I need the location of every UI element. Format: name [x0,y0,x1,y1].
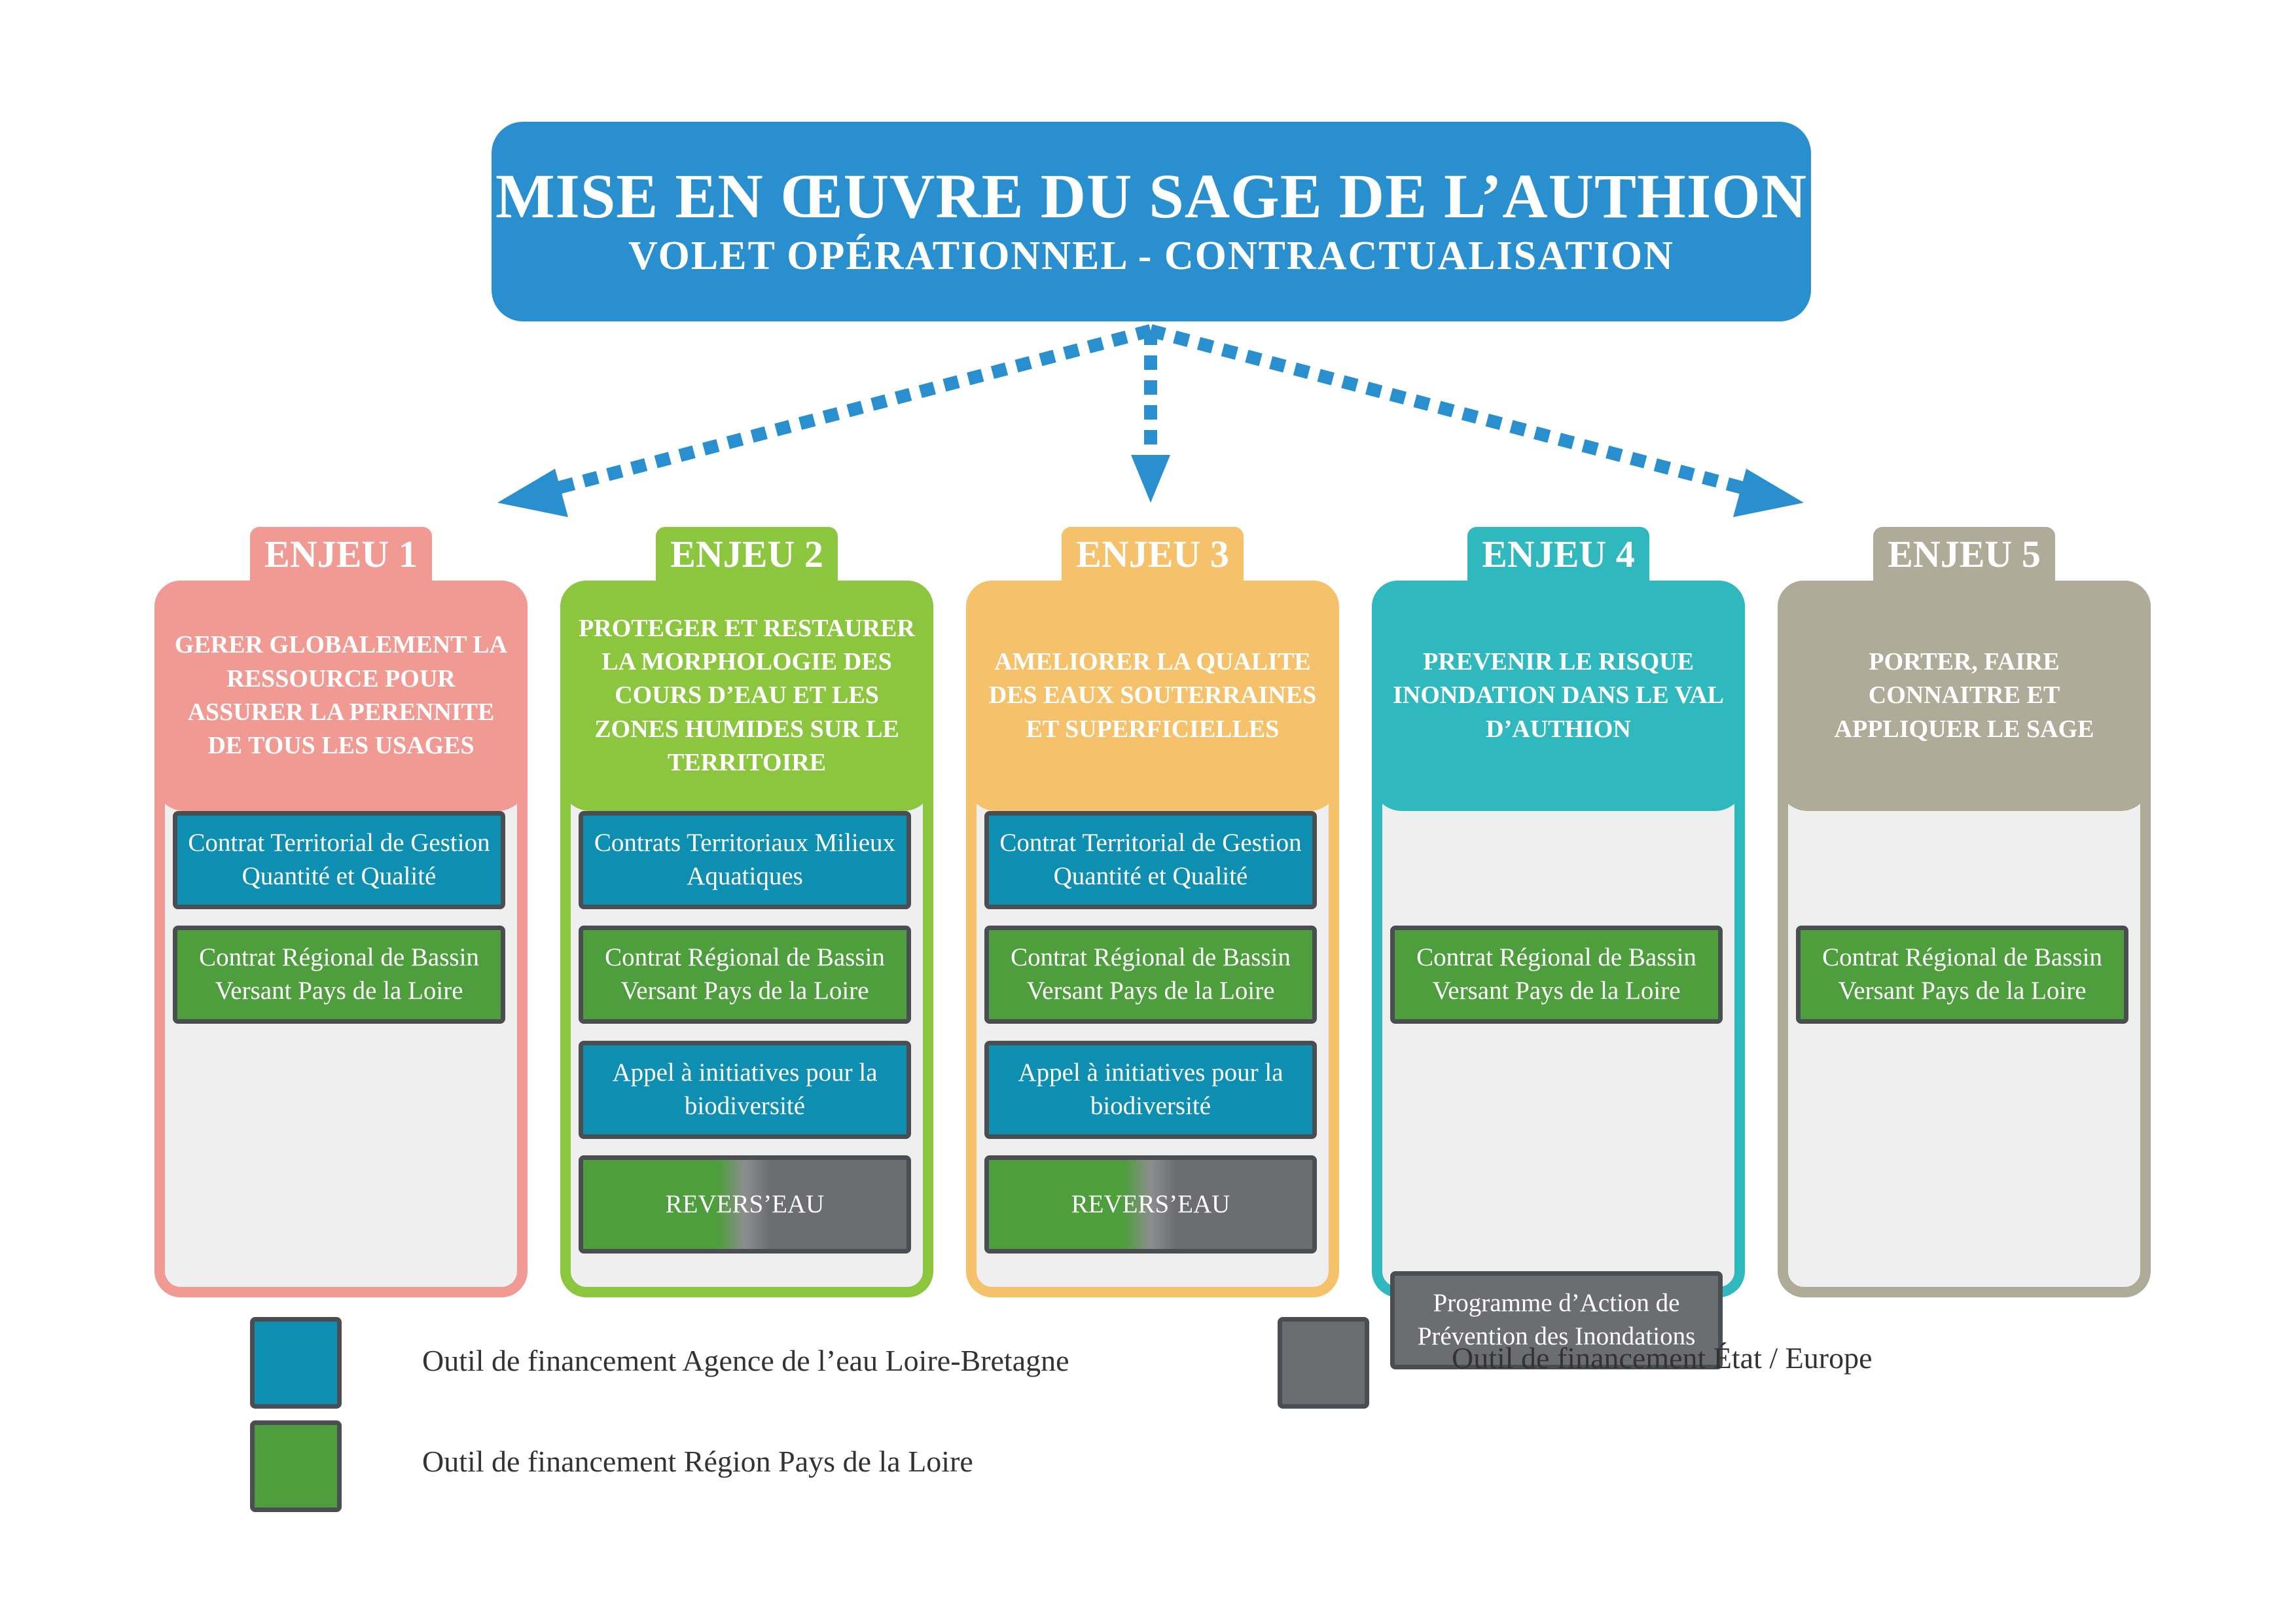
tool-region: Contrat Régional de Bassin Versant Pays … [1390,926,1723,1024]
tool-agence: Contrat Territorial de Gestion Quantité … [984,811,1317,909]
arrow-right-head [1733,469,1804,517]
title-banner: MISE EN ŒUVRE DU SAGE DE L’AUTHION VOLET… [492,122,1811,321]
tool-label: Contrat Régional de Bassin Versant Pays … [1822,943,2102,1005]
enjeu-heading-box: GERER GLOBALEMENT LA RESSOURCE POUR ASSU… [154,581,528,811]
arrow-left-head [497,469,568,517]
legend-label-agence: Outil de financement Agence de l’eau Loi… [422,1344,1069,1377]
enjeu-heading: PORTER, FAIRE CONNAITRE ET APPLIQUER LE … [1834,648,2094,743]
enjeu-column-4: PREVENIR LE RISQUE INONDATION DANS LE VA… [1372,581,1745,1369]
tool-region: Contrat Régional de Bassin Versant Pays … [1796,926,2128,1024]
enjeu-column-5: PORTER, FAIRE CONNAITRE ET APPLIQUER LE … [1778,581,2151,1297]
tool-label: Contrat Régional de Bassin Versant Pays … [1011,943,1291,1005]
tool-region: Contrat Régional de Bassin Versant Pays … [579,926,911,1024]
legend-label-region: Outil de financement Région Pays de la L… [422,1445,973,1478]
enjeu-column-2: PROTEGER ET RESTAURER LA MORPHOLOGIE DES… [560,581,933,1297]
legend-label-etat: Outil de financement État / Europe [1452,1341,1873,1375]
tool-label: Appel à initiatives pour la biodiversité [1018,1058,1283,1120]
tool-label: REVERS’EAU [665,1189,825,1218]
tool-label: Contrat Régional de Bassin Versant Pays … [605,943,885,1005]
legend-swatch-agence [250,1317,342,1409]
enjeu-heading: PREVENIR LE RISQUE INONDATION DANS LE VA… [1393,648,1724,743]
sub-title: VOLET OPÉRATIONNEL - CONTRACTUALISATION [628,234,1674,279]
enjeu-heading: AMELIORER LA QUALITE DES EAUX SOUTERRAIN… [988,648,1317,743]
arrow-center-head [1131,455,1170,503]
tool-agence: Contrats Territoriaux Milieux Aquatiques [579,811,911,909]
enjeu-heading-box: PREVENIR LE RISQUE INONDATION DANS LE VA… [1372,581,1745,811]
tool-label: Contrat Régional de Bassin Versant Pays … [1416,943,1696,1005]
tool-label: Contrat Territorial de Gestion Quantité … [999,829,1302,890]
tool-label: Contrats Territoriaux Milieux Aquatiques [594,829,896,890]
enjeu-column-1: GERER GLOBALEMENT LA RESSOURCE POUR ASSU… [154,581,528,1297]
enjeu-badge-3: ENJEU 3 [1062,527,1244,581]
enjeu-heading: GERER GLOBALEMENT LA RESSOURCE POUR ASSU… [174,631,508,760]
enjeu-column-3: AMELIORER LA QUALITE DES EAUX SOUTERRAIN… [966,581,1339,1297]
legend-swatch-region [250,1420,342,1512]
enjeu-badge-1: ENJEU 1 [250,527,432,581]
tool-mixed: REVERS’EAU [984,1155,1317,1254]
enjeu-heading-box: AMELIORER LA QUALITE DES EAUX SOUTERRAIN… [966,581,1339,811]
enjeu-badge-2: ENJEU 2 [656,527,838,581]
enjeu-heading: PROTEGER ET RESTAURER LA MORPHOLOGIE DES… [579,614,915,776]
main-title: MISE EN ŒUVRE DU SAGE DE L’AUTHION [495,160,1808,231]
tool-label: Contrat Régional de Bassin Versant Pays … [199,943,479,1005]
legend-swatch-etat [1278,1317,1369,1409]
tool-label: Programme d’Action de Prévention des Ino… [1417,1289,1696,1350]
tool-agence: Contrat Territorial de Gestion Quantité … [173,811,505,909]
tool-label: REVERS’EAU [1071,1189,1230,1218]
arrow-left-line [545,324,1153,497]
tool-region: Contrat Régional de Bassin Versant Pays … [173,926,505,1024]
tool-label: Appel à initiatives pour la biodiversité [612,1058,878,1120]
tool-etat: Programme d’Action de Prévention des Ino… [1390,1271,1723,1369]
tool-mixed: REVERS’EAU [579,1155,911,1254]
enjeu-heading-box: PORTER, FAIRE CONNAITRE ET APPLIQUER LE … [1778,581,2151,811]
tool-agence: Appel à initiatives pour la biodiversité [984,1041,1317,1139]
enjeu-badge-4: ENJEU 4 [1467,527,1649,581]
tool-region: Contrat Régional de Bassin Versant Pays … [984,926,1317,1024]
tool-label: Contrat Territorial de Gestion Quantité … [188,829,490,890]
enjeu-heading-box: PROTEGER ET RESTAURER LA MORPHOLOGIE DES… [560,581,933,811]
tool-agence: Appel à initiatives pour la biodiversité [579,1041,911,1139]
arrow-right-line [1149,324,1756,497]
enjeu-badge-5: ENJEU 5 [1873,527,2055,581]
